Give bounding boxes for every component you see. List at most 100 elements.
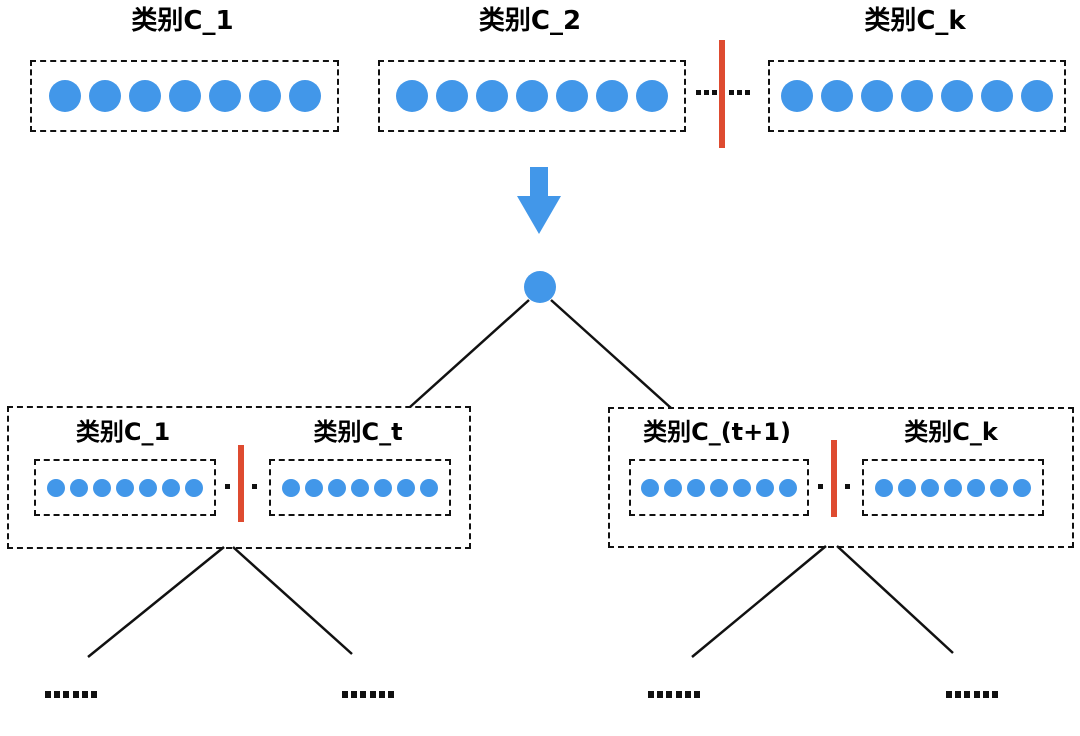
sample-dot	[139, 478, 157, 497]
sample-dot	[861, 80, 893, 112]
ellipsis-dot	[955, 690, 962, 698]
sample-dot	[128, 80, 161, 112]
sample-dot	[168, 80, 201, 112]
sample-dot	[185, 478, 203, 497]
ellipsis-dot	[90, 690, 97, 698]
subtree-box-right: 类别C_(t+1) 类别C_k	[608, 407, 1074, 548]
root-node	[524, 271, 556, 303]
sample-dot	[396, 80, 428, 112]
ellipsis-dot	[991, 690, 998, 698]
sample-dot	[88, 80, 121, 112]
sample-dot	[305, 478, 323, 497]
category-label-c2: 类别C_2	[478, 6, 582, 36]
sample-dot	[921, 478, 939, 497]
leaf-ellipsis-4	[946, 690, 998, 698]
category-label-c1: 类别C_1	[131, 6, 234, 36]
ellipsis-dot	[736, 89, 742, 95]
sample-dot	[636, 80, 668, 112]
sample-dot	[420, 478, 438, 497]
subtree-right-ellipsis	[818, 483, 850, 490]
ellipsis-dot	[63, 690, 70, 698]
sample-dot	[733, 478, 751, 497]
ellipsis-dot	[712, 89, 718, 95]
subcategory-label-c1: 类别C_1	[75, 418, 171, 446]
sample-dot	[1021, 80, 1053, 112]
sample-dot	[70, 478, 88, 497]
ellipsis-dot	[964, 690, 971, 698]
tree-edge-right-subtree-right	[836, 545, 954, 654]
leaf-ellipsis-2	[342, 690, 394, 698]
tree-edge-right-subtree-left	[691, 545, 827, 658]
down-arrow-shaft	[530, 167, 548, 197]
ellipsis-dot	[675, 690, 682, 698]
ellipsis-dot	[81, 690, 88, 698]
sample-dot	[779, 478, 797, 497]
sample-dot	[981, 80, 1013, 112]
ellipsis-dot	[657, 690, 664, 698]
sample-dot	[756, 478, 774, 497]
ellipsis-dot	[693, 690, 700, 698]
tree-edge-left-subtree-right	[232, 546, 353, 655]
ellipsis-dot	[946, 690, 952, 698]
ellipsis-dot	[845, 484, 850, 489]
sample-dot	[898, 478, 916, 497]
sample-dot	[328, 478, 346, 497]
sample-dot	[556, 80, 588, 112]
sample-dot	[351, 478, 369, 497]
sample-dot	[436, 80, 468, 112]
sample-dot	[944, 478, 962, 497]
sample-dot	[901, 80, 933, 112]
ellipsis-dot	[818, 484, 823, 489]
sample-dot	[967, 478, 985, 497]
sample-dot	[248, 80, 281, 112]
ellipsis-dot	[360, 690, 367, 698]
tree-edge-root-left	[409, 299, 530, 408]
category-label-ck: 类别C_k	[864, 6, 966, 36]
sample-dot	[516, 80, 548, 112]
sample-dot	[781, 80, 813, 112]
ellipsis-dot	[684, 690, 691, 698]
tree-edge-left-subtree-left	[87, 546, 225, 658]
sample-box-sub-ct1	[629, 459, 809, 516]
subcategory-label-ck: 类别C_k	[904, 418, 998, 446]
ellipsis-dot	[704, 89, 710, 95]
subcategory-label-ct: 类别C_t	[313, 418, 403, 446]
sample-box-c1	[30, 60, 339, 132]
ellipsis-dot	[45, 690, 51, 698]
subcategory-label-ct1: 类别C_(t+1)	[643, 418, 791, 446]
sample-dot	[93, 478, 111, 497]
sample-dot	[208, 80, 241, 112]
sample-dot	[664, 478, 682, 497]
category-separator-line-right-subtree	[831, 440, 837, 517]
ellipsis-dot	[72, 690, 79, 698]
sample-dot	[821, 80, 853, 112]
sample-dot	[282, 478, 300, 497]
ellipsis-dot	[648, 690, 654, 698]
ellipsis-dot	[342, 690, 348, 698]
sample-dot	[397, 478, 415, 497]
sample-dot	[1013, 478, 1031, 497]
ellipsis-dot	[225, 484, 230, 489]
sample-dot	[687, 478, 705, 497]
sample-dot	[116, 478, 134, 497]
sample-box-sub-c1	[34, 459, 216, 516]
sample-dot	[476, 80, 508, 112]
subtree-left-ellipsis	[225, 483, 257, 490]
ellipsis-dot	[387, 690, 394, 698]
sample-dot	[48, 80, 81, 112]
leaf-ellipsis-1	[45, 690, 97, 698]
sample-box-c2	[378, 60, 686, 132]
ellipsis-dot	[982, 690, 989, 698]
ellipsis-dot	[744, 89, 750, 95]
sample-dot	[710, 478, 728, 497]
sample-dot	[641, 478, 659, 497]
ellipsis-dot	[666, 690, 673, 698]
leaf-ellipsis-3	[648, 690, 700, 698]
sample-dot	[162, 478, 180, 497]
ellipsis-dot	[54, 690, 61, 698]
sample-dot	[288, 80, 321, 112]
sample-box-ck	[768, 60, 1066, 132]
ellipsis-dot	[378, 690, 385, 698]
